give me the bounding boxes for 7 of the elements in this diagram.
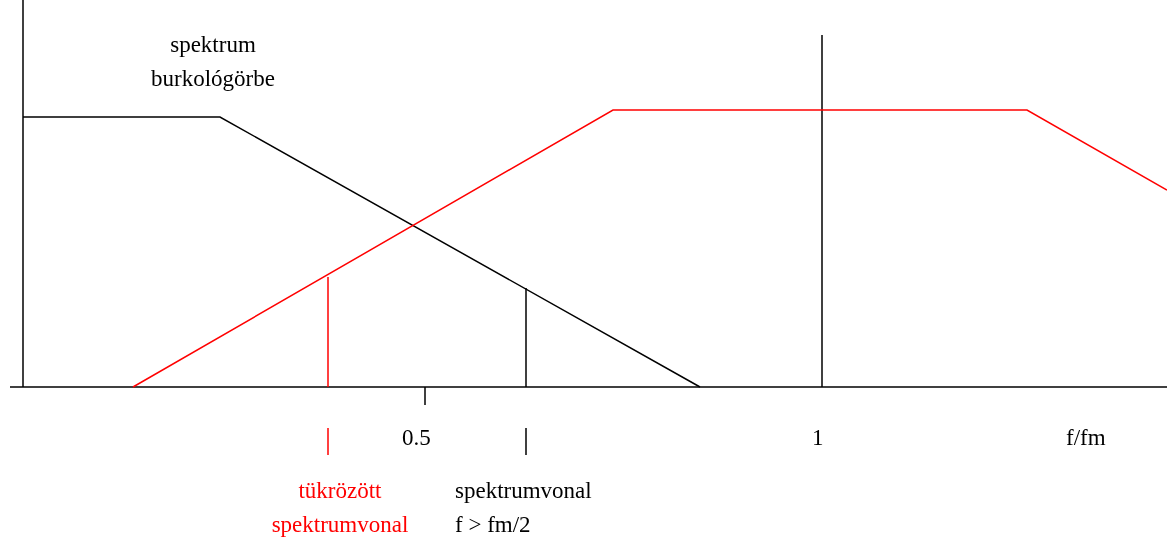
label-text: spektrum burkológörbe	[150, 31, 276, 93]
label-text: tükrözött spektrumvonal	[270, 477, 410, 539]
label-text: f > fm/2	[455, 511, 531, 539]
label-text: f/fm	[1066, 424, 1106, 452]
label-text: 0.5	[402, 424, 431, 452]
label-text: spektrumvonal	[455, 477, 592, 505]
label-text: 1	[812, 424, 824, 452]
